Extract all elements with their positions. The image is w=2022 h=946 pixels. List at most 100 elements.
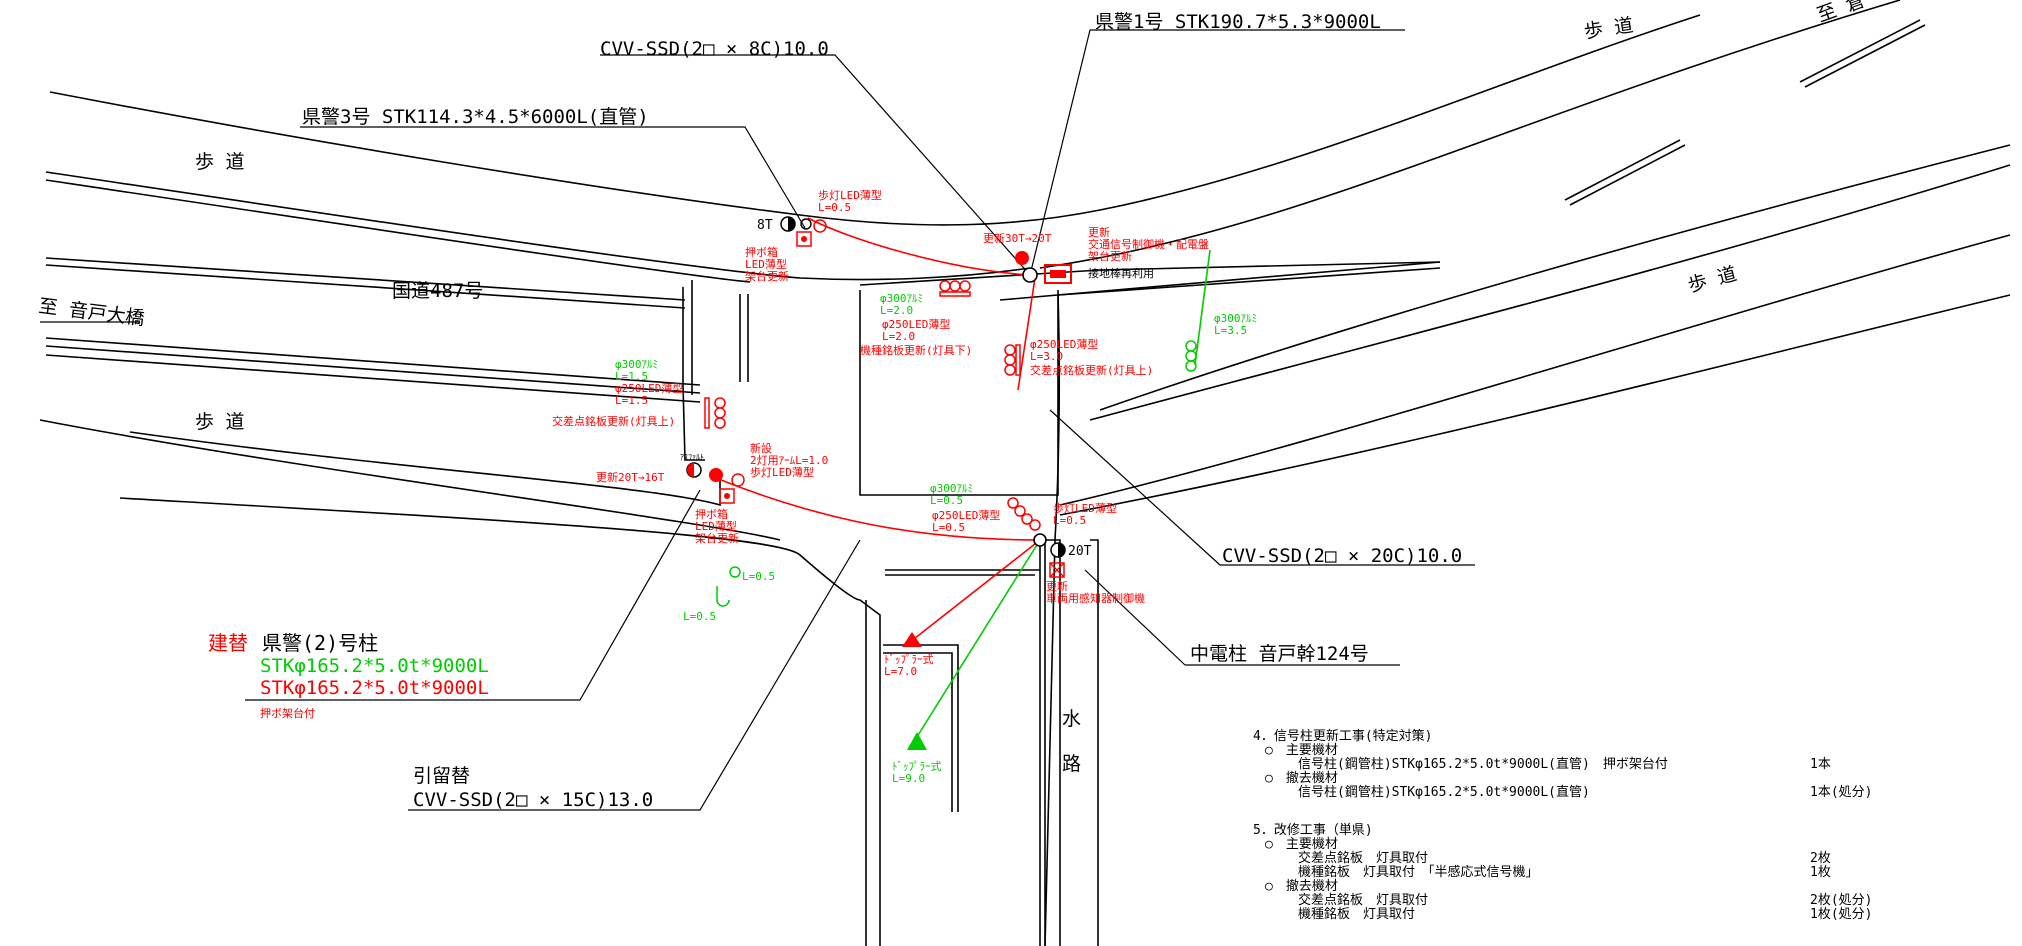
pole-2-icon	[709, 468, 723, 482]
annotation: φ250LED薄型	[932, 508, 1000, 522]
annotation: 更新30T→20T	[983, 231, 1052, 245]
replacement-pole-label: 建替 県警(2)号柱 STKφ165.2*5.0t*9000L STKφ165.…	[208, 631, 489, 720]
signal-head-icon	[704, 397, 726, 429]
annotation: 2灯用ｱｰﾑL=1.0	[750, 454, 828, 467]
annotation: 新設	[750, 441, 772, 455]
note-line: ○ 撤去機材	[1265, 878, 1338, 894]
annotation: φ300ｱﾙﾐ	[1214, 312, 1257, 325]
water-label-1: 水	[1062, 708, 1081, 730]
toward-left-label: 至 音戸大橋	[37, 295, 145, 330]
annotation: φ250LED薄型	[882, 317, 950, 331]
leader-lines	[40, 29, 1475, 811]
annotation: L=9.0	[892, 772, 925, 785]
annotation: L=0.5	[742, 570, 775, 583]
annotation: φ300ｱﾙﾐ	[930, 482, 973, 495]
annotation: 架台更新	[695, 531, 739, 545]
pole-20t-icon	[1033, 533, 1047, 547]
note-line: 信号柱(鋼管柱)STKφ165.2*5.0t*9000L(直管) 押ボ架台付	[1298, 757, 1668, 772]
annotation: L=2.0	[880, 304, 913, 317]
doppler-green-icon	[907, 732, 927, 750]
note-qty: 1本(処分)	[1810, 785, 1872, 800]
annotation: ﾄﾞｯﾌﾟﾗｰ式	[892, 760, 942, 773]
annotation: L=0.5	[932, 521, 965, 534]
pole-1-label: 県警1号 STK190.7*5.3*9000L	[1095, 11, 1381, 33]
equipment-symbols	[686, 216, 1197, 750]
annotation: 更新	[1046, 579, 1068, 593]
note-line: ○ 主要機材	[1265, 743, 1338, 758]
annotation: ﾄﾞｯﾌﾟﾗｰ式	[884, 653, 934, 666]
signal-head-icon	[1185, 340, 1197, 372]
annotation: φ250LED薄型	[615, 381, 683, 395]
annotation: 架台更新	[1088, 249, 1132, 263]
note-line: 機種銘板 灯具取付	[1298, 906, 1415, 922]
annotation: 押ボ箱	[695, 507, 728, 521]
pole-1-icon	[1022, 267, 1038, 283]
annotation: 歩灯LED薄型	[750, 465, 814, 479]
annotation: L=7.0	[884, 665, 917, 678]
annotation: LED薄型	[745, 257, 787, 271]
annotation: 8T	[757, 218, 773, 233]
annotation: L=1.5	[615, 394, 648, 407]
annotation: ｱｽﾌｧﾙﾄ	[680, 453, 704, 462]
detector-icon	[1049, 562, 1065, 578]
replace-note: 押ボ架台付	[260, 706, 315, 720]
annotation: L=0.5	[930, 494, 963, 507]
note-line: 機種銘板 灯具取付 「半感応式信号機」	[1298, 864, 1539, 880]
chuden-label: 中電柱 音戸幹124号	[1190, 643, 1369, 665]
doppler-red-icon	[902, 632, 922, 647]
annotation: 歩灯LED薄型	[818, 188, 882, 202]
cvv-bottom-label: CVV-SSD(2□ × 15C)13.0	[413, 789, 653, 811]
annotation: 20T	[1068, 544, 1092, 559]
hikidome-label: 引留替	[413, 765, 470, 787]
water-label-2: 路	[1062, 753, 1081, 775]
toward-top-label: 至 倉	[1814, 0, 1868, 27]
annotation: 交差点銘板更新(灯具上)	[552, 414, 675, 428]
route-label: 国道487号	[392, 280, 483, 302]
annotation: φ300ｱﾙﾐ	[880, 292, 923, 305]
sidewalk-right-label: 歩 道	[1686, 263, 1739, 297]
note-qty: 2枚	[1810, 851, 1831, 866]
small-annotations: 歩灯LED薄型 L=0.5 押ボ箱 LED薄型 架台更新 更新30T→20T 更…	[552, 188, 1257, 785]
note-qty: 2枚(処分)	[1810, 893, 1872, 908]
replace-spec-red: STKφ165.2*5.0t*9000L	[260, 677, 489, 699]
annotation: L=1.5	[615, 370, 648, 383]
note-line: 信号柱(鋼管柱)STKφ165.2*5.0t*9000L(直管)	[1298, 785, 1590, 800]
note-line: 交差点銘板 灯具取付	[1298, 850, 1428, 866]
annotation: 接地棒再利用	[1088, 266, 1154, 280]
annotation: L=0.5	[1053, 514, 1086, 527]
annotation: 押ボ箱	[745, 245, 778, 259]
sidewalk-left-label: 歩 道	[195, 411, 244, 433]
replace-pole-name: 県警(2)号柱	[262, 631, 378, 655]
pole-1-marker-icon	[1015, 251, 1029, 265]
annotation: L=3.0	[1030, 350, 1063, 363]
note-line: ○ 撤去機材	[1265, 770, 1338, 786]
controller-icon	[1044, 264, 1072, 284]
sidewalk-top-right-label: 歩 道	[1583, 14, 1635, 43]
annotation: 機種銘板更新(灯具下)	[860, 343, 972, 357]
note-qty: 1本	[1810, 757, 1831, 772]
sidewalk-top-left-label: 歩 道	[195, 151, 244, 173]
annotation: 更新	[1088, 225, 1110, 239]
annotation: 架台更新	[745, 269, 789, 283]
annotation: φ300ｱﾙﾐ	[615, 358, 658, 371]
annotation: L=0.5	[818, 201, 851, 214]
notes-block: 4．信号柱更新工事(特定対策) ○ 主要機材 信号柱(鋼管柱)STKφ165.2…	[1253, 728, 1872, 922]
note-line: 交差点銘板 灯具取付	[1298, 892, 1428, 908]
cvv-mid-label: CVV-SSD(2□ × 20C)10.0	[1222, 545, 1462, 567]
note-line: 4．信号柱更新工事(特定対策)	[1253, 728, 1432, 744]
pole-3-label: 県警3号 STK114.3*4.5*6000L(直管)	[302, 106, 649, 128]
annotation: L=3.5	[1214, 324, 1247, 337]
signal-head-icon	[1007, 497, 1033, 525]
annotation: L=0.5	[683, 610, 716, 623]
signal-head-icon	[1004, 344, 1021, 376]
annotation: 車両用感知器制御機	[1046, 591, 1145, 605]
annotation: L=2.0	[882, 330, 915, 343]
annotation: LED薄型	[695, 519, 737, 533]
replace-spec-green: STKφ165.2*5.0t*9000L	[260, 655, 489, 677]
annotation: 歩灯LED薄型	[1053, 501, 1117, 515]
annotation: φ250LED薄型	[1030, 337, 1098, 351]
note-qty: 1枚	[1810, 865, 1831, 880]
road-edges	[39, 0, 2011, 946]
note-line: ○ 主要機材	[1265, 837, 1338, 852]
